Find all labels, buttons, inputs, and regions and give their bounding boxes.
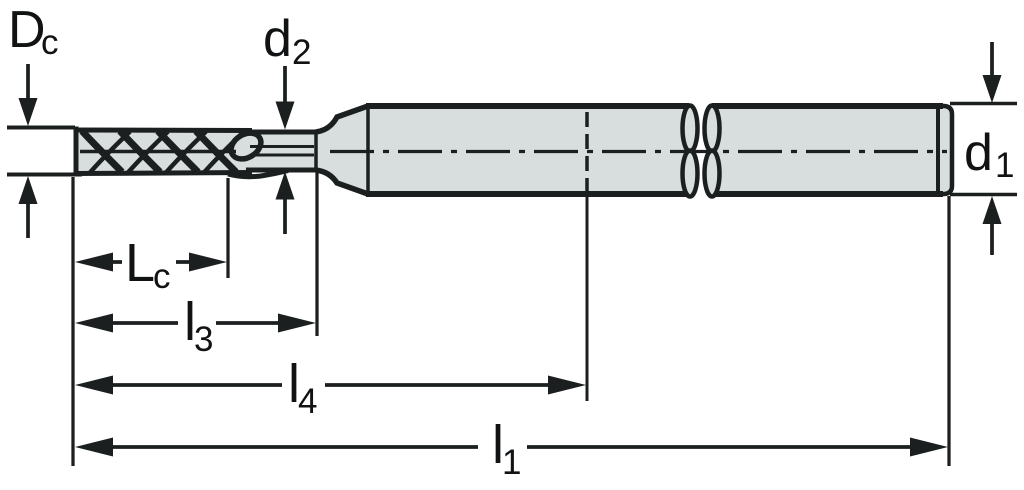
Dc-arrow-down: [18, 98, 38, 126]
taper-bottom-edge: [315, 167, 369, 197]
d2-label-sub: 2: [292, 33, 311, 72]
l3-arrow-right: [278, 313, 316, 333]
d1-arrow-up: [982, 196, 1002, 224]
l1-arrow-right: [910, 437, 948, 457]
Dc-label-sub: c: [41, 23, 59, 62]
l4-arrow-right: [548, 375, 586, 395]
l3-label: l: [184, 292, 196, 352]
neck-and-taper: [246, 103, 370, 197]
d2-label: d: [263, 10, 292, 68]
dimension-l4: l 4: [75, 354, 586, 421]
d1-arrow-down: [982, 75, 1002, 103]
break-symbol: [680, 103, 722, 199]
Lc-arrow-left: [75, 252, 113, 272]
cutter-bottom-edge: [73, 170, 253, 176]
Lc-label: L: [125, 233, 155, 293]
l4-label: l: [288, 354, 300, 414]
l1-label: l: [492, 415, 504, 475]
d1-label: d: [964, 124, 993, 182]
Lc-arrow-right: [189, 252, 227, 272]
d2-arrow-down: [275, 101, 295, 130]
d1-label-sub: 1: [995, 146, 1014, 185]
l3-label-sub: 3: [194, 320, 213, 359]
taper-top-edge: [315, 103, 369, 135]
flute-helix-bands: [79, 128, 246, 175]
l4-arrow-left: [75, 375, 113, 395]
dimension-Lc: L c: [75, 233, 227, 296]
dimension-d2: d 2: [263, 10, 311, 234]
shank: [366, 103, 955, 199]
l1-label-sub: 1: [502, 443, 521, 482]
Dc-arrow-up: [18, 176, 38, 204]
extension-lines: [7, 101, 1017, 466]
l4-label-sub: 4: [298, 382, 317, 421]
cutter-top-edge: [73, 127, 253, 133]
d2-arrow-up: [275, 171, 295, 200]
l3-arrow-left: [75, 313, 113, 333]
dimension-Dc: D c: [8, 1, 59, 238]
cutting-flutes: [73, 126, 289, 180]
Dc-label: D: [8, 1, 46, 59]
dimension-d1: d 1: [964, 42, 1014, 255]
shank-end-cap: [936, 103, 955, 197]
l1-arrow-left: [75, 437, 113, 457]
dimension-l3: l 3: [75, 292, 316, 359]
dimension-l1: l 1: [75, 415, 948, 482]
Lc-label-sub: c: [153, 257, 171, 296]
